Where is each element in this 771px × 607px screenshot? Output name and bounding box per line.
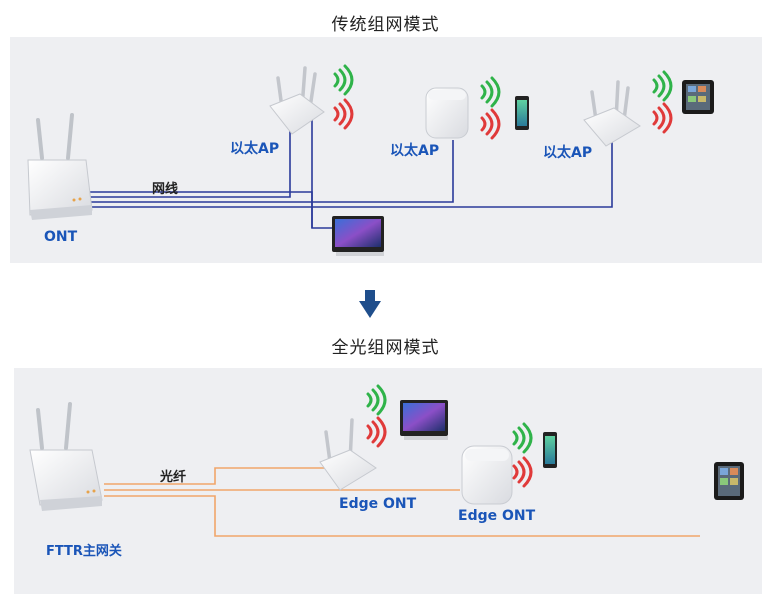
smartphone-icon	[515, 96, 529, 130]
bottom-title: 全光组网模式	[331, 338, 440, 358]
top-title: 传统组网模式	[331, 15, 440, 35]
ap-label-2: 以太AP	[390, 143, 440, 159]
fiber-label: 光纤	[160, 470, 187, 485]
tablet-icon	[682, 80, 714, 114]
down-arrow-icon	[359, 290, 381, 318]
smartphone-icon	[543, 432, 557, 468]
ap-label-1: 以太AP	[230, 141, 280, 157]
traditional-network-panel	[10, 37, 762, 263]
ethernet-lines	[86, 118, 613, 229]
television-icon	[400, 400, 448, 440]
ap-router-icon	[269, 66, 325, 135]
ap-label-3: 以太AP	[543, 145, 593, 161]
fttr-gateway-icon	[29, 402, 103, 511]
wifi-signal-icon	[366, 384, 533, 488]
ont-router-icon	[27, 113, 93, 220]
cable-label: 网线	[152, 182, 179, 197]
all-optical-network-panel	[14, 368, 762, 594]
television-icon	[332, 216, 384, 256]
gateway-label: FTTR主网关	[46, 544, 122, 559]
edge-ont-router-icon	[319, 418, 377, 491]
ont-label: ONT	[44, 229, 78, 245]
fiber-lines	[104, 467, 700, 537]
ap-router-icon	[583, 80, 641, 147]
tablet-icon	[714, 462, 744, 500]
edge-ont-cube-icon	[461, 445, 513, 505]
ap-cube-icon	[425, 87, 469, 139]
wifi-signal-icon	[333, 64, 673, 140]
edge-ont-label-2: Edge ONT	[458, 508, 536, 524]
edge-ont-label-1: Edge ONT	[339, 496, 417, 512]
